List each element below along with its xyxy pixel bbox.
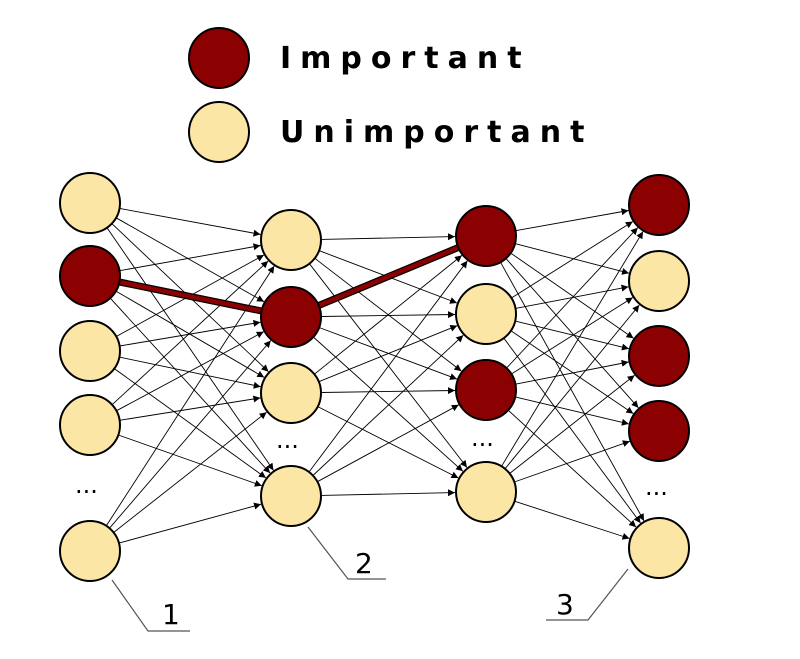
callout-2: 2 — [307, 526, 386, 580]
edge-l2-n4-to-n3 — [317, 404, 460, 483]
edge-l3-n2-to-n4 — [510, 330, 634, 414]
node-layer4-3-important — [628, 325, 690, 387]
edge-l2-n1-to-n4 — [309, 263, 468, 468]
node-layer3-4-unimportant — [455, 461, 517, 523]
edge-l2-n2-to-n4 — [312, 336, 464, 472]
node-layer4-1-important — [628, 174, 690, 236]
node-layer3-3-important — [455, 359, 517, 421]
edge-l1-n3-to-n2 — [119, 319, 261, 347]
callout-2-leader — [307, 526, 386, 580]
layer2-ellipsis: ... — [276, 426, 299, 454]
node-layer1-3-unimportant — [59, 320, 121, 382]
edge-l3-n2-to-n5 — [503, 337, 641, 524]
edge-l2-n1-to-n1 — [320, 233, 456, 241]
callout-3-label: 3 — [556, 588, 574, 621]
edge-l3-n3-to-n4 — [515, 396, 629, 426]
edge-l1-n3-to-n3 — [119, 356, 261, 389]
edge-l2-n3-to-n1 — [314, 255, 463, 375]
edge-l2-n3-to-n4 — [317, 406, 459, 479]
legend: Important Unimportant — [188, 27, 593, 163]
edge-l3-n3-to-n3 — [515, 359, 629, 385]
node-layer4-2-unimportant — [628, 250, 690, 312]
edge-l2-n3-to-n2 — [318, 324, 458, 383]
legend-unimportant-label: Unimportant — [280, 115, 593, 150]
edge-l3-n4-to-n1 — [501, 231, 644, 467]
callout-3: 3 — [546, 568, 629, 621]
edge-l3-n4-to-n2 — [504, 304, 640, 470]
edge-l2-n2-to-n2 — [320, 311, 456, 319]
edge-l1-n3-to-n4 — [114, 368, 267, 479]
edge-l3-n4-to-n5 — [514, 500, 630, 540]
edge-l3-n1-to-n5 — [500, 261, 645, 522]
layer4-ellipsis: ... — [645, 473, 668, 501]
node-layer2-4-unimportant — [260, 465, 322, 527]
node-layer1-4-unimportant — [59, 394, 121, 456]
node-layer4-4-important — [628, 400, 690, 462]
node-layer3-2-unimportant — [455, 283, 517, 345]
node-layer3-1-important — [455, 205, 517, 267]
edge-l2-n4-to-n2 — [312, 334, 464, 476]
edge-l3-n1-to-n1 — [515, 208, 629, 232]
network-edges — [105, 207, 645, 544]
edge-l1-n2-to-n4 — [109, 297, 271, 474]
edge-l3-n3-to-n2 — [511, 297, 634, 375]
layer1-ellipsis: ... — [75, 471, 98, 499]
legend-important-swatch — [188, 27, 250, 89]
node-layer2-2-important — [260, 286, 322, 348]
callout-2-label: 2 — [355, 547, 373, 580]
node-layer2-1-unimportant — [260, 209, 322, 271]
callout-1-label: 1 — [162, 598, 180, 631]
edge-l3-n2-to-n3 — [515, 320, 630, 351]
edge-l1-n5-to-n3 — [113, 411, 267, 533]
edge-l3-n3-to-n5 — [507, 409, 637, 528]
edge-l3-n4-to-n4 — [514, 440, 630, 483]
node-layer2-3-unimportant — [260, 362, 322, 424]
node-layer1-2-important — [59, 245, 121, 307]
highlighted-path-segment-2 — [290, 233, 487, 320]
edge-l3-n1-to-n4 — [505, 258, 639, 409]
node-layer1-5-unimportant — [59, 520, 121, 582]
edge-l1-n5-to-n2 — [109, 340, 272, 529]
highlighted-path-segment-1 — [89, 273, 292, 320]
edge-l3-n4-to-n3 — [509, 374, 635, 474]
edge-l1-n4-to-n2 — [116, 331, 264, 412]
node-layer4-5-unimportant — [628, 517, 690, 579]
callout-1: 1 — [111, 579, 190, 632]
highlighted-path — [89, 232, 488, 321]
legend-unimportant-swatch — [188, 101, 250, 163]
edge-l1-n4-to-n3 — [119, 395, 261, 421]
callout-3-leader — [546, 568, 629, 621]
edge-l2-n4-to-n4 — [320, 489, 456, 497]
edge-l3-n1-to-n3 — [510, 252, 634, 339]
network-nodes — [59, 172, 690, 582]
edge-l3-n2-to-n1 — [511, 221, 634, 299]
node-layer1-1-unimportant — [59, 172, 121, 234]
edge-l1-n2-to-n1 — [119, 243, 261, 272]
layer3-ellipsis: ... — [471, 424, 494, 452]
edge-l1-n5-to-n4 — [118, 502, 262, 544]
callout-1-leader — [111, 579, 190, 632]
edge-l1-n4-to-n4 — [118, 434, 262, 487]
edge-l2-n3-to-n3 — [320, 387, 456, 395]
edge-l3-n1-to-n2 — [514, 243, 630, 275]
edge-l2-n4-to-n1 — [308, 260, 468, 473]
edge-l1-n1-to-n1 — [119, 207, 261, 237]
legend-important-label: Important — [280, 41, 531, 76]
edge-l3-n3-to-n1 — [506, 227, 639, 369]
edge-l1-n4-to-n1 — [111, 260, 269, 406]
